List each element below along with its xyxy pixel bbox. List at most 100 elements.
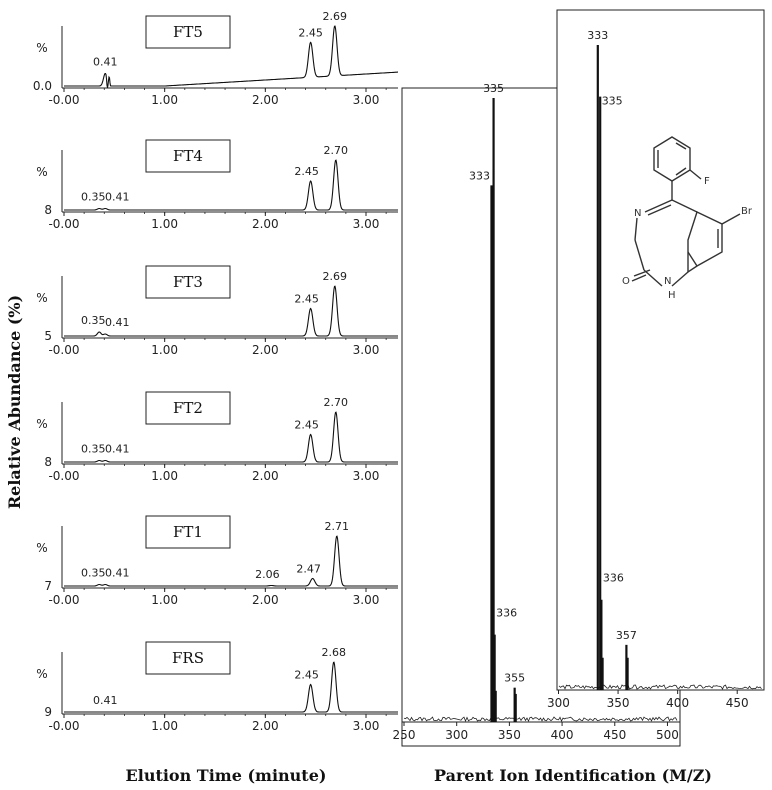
atom-label-f: F — [704, 176, 710, 187]
peak-label: 2.45 — [294, 419, 319, 432]
sample-label: FT5 — [173, 23, 203, 41]
sample-label: FT2 — [173, 399, 203, 417]
baseline-label: 7 — [44, 579, 52, 593]
x-tick-label: -0.00 — [48, 719, 79, 733]
peak-label: 2.06 — [255, 568, 280, 581]
peak-label: 0.41 — [105, 443, 130, 456]
x-tick-label: -0.00 — [48, 469, 79, 483]
percent-label: % — [36, 541, 47, 555]
x-tick-label: 3.00 — [353, 217, 380, 231]
spectrum-noise — [403, 716, 678, 723]
peak-label: 335 — [483, 82, 504, 95]
peak-label: 2.71 — [325, 520, 350, 533]
chromatogram-trace — [64, 661, 398, 713]
x-axis-title-mass-spec: Parent Ion Identification (M/Z) — [434, 766, 712, 785]
x-tick-label: 300 — [445, 728, 468, 742]
peak-label: 2.68 — [322, 646, 347, 659]
chemical-structure — [631, 136, 741, 287]
percent-label: % — [36, 165, 47, 179]
percent-label: % — [36, 417, 47, 431]
x-tick-label: 1.00 — [151, 593, 178, 607]
x-tick-label: 450 — [603, 728, 626, 742]
peak-label: 2.70 — [324, 396, 349, 409]
peak-label: 0.35 — [81, 567, 106, 580]
x-tick-label: 2.00 — [252, 719, 279, 733]
atom-label-n1: N — [634, 208, 641, 219]
x-tick-label: 450 — [726, 696, 749, 710]
x-tick-label: 3.00 — [353, 593, 380, 607]
x-axis-title-chromatography: Elution Time (minute) — [126, 766, 327, 785]
x-tick-label: 350 — [607, 696, 630, 710]
baseline-label: 8 — [44, 203, 52, 217]
peak-label: 357 — [616, 629, 637, 642]
chromatogram-trace — [64, 411, 398, 463]
x-tick-label: 2.00 — [252, 343, 279, 357]
x-tick-label: 1.00 — [151, 343, 178, 357]
peak-label: 336 — [496, 607, 517, 620]
baseline-label: 0.0 — [33, 79, 52, 93]
x-tick-label: 2.00 — [252, 593, 279, 607]
percent-label: % — [36, 41, 47, 55]
x-tick-label: 3.00 — [353, 343, 380, 357]
x-tick-label: 2.00 — [252, 93, 279, 107]
peak-label: 2.45 — [298, 26, 323, 39]
sample-label: FT1 — [173, 523, 203, 541]
sample-label-box — [145, 265, 231, 299]
spectrum-noise — [558, 684, 762, 690]
peak-label: 335 — [602, 95, 623, 108]
x-tick-label: -0.00 — [48, 593, 79, 607]
peak-label: 0.35 — [81, 314, 106, 327]
peak-label: 0.41 — [105, 191, 130, 204]
peak-label: 333 — [469, 169, 490, 182]
x-tick-label: 400 — [551, 728, 574, 742]
x-tick-label: 3.00 — [353, 469, 380, 483]
atom-label-n2: N — [664, 276, 671, 287]
x-tick-label: 350 — [498, 728, 521, 742]
x-tick-label: 2.00 — [252, 217, 279, 231]
spectrum-frame — [556, 9, 765, 691]
peak-label: 0.35 — [81, 443, 106, 456]
x-tick-label: 1.00 — [151, 93, 178, 107]
peak-label: 2.69 — [323, 270, 348, 283]
chromatogram-trace — [64, 159, 398, 211]
peak-label: 2.47 — [296, 563, 321, 576]
sample-label-box — [145, 391, 231, 425]
chromatogram-trace — [64, 285, 398, 337]
x-tick-label: 1.00 — [151, 469, 178, 483]
x-tick-label: -0.00 — [48, 93, 79, 107]
peak-label: 355 — [504, 672, 525, 685]
peak-label: 336 — [603, 572, 624, 585]
atom-label-h: H — [668, 290, 676, 301]
y-axis-title: Relative Abundance (%) — [5, 295, 24, 509]
baseline-label: 9 — [44, 705, 52, 719]
chromatogram-trace — [64, 535, 398, 587]
atom-label-o: O — [622, 276, 630, 287]
peak-label: 2.45 — [294, 165, 319, 178]
baseline-label: 8 — [44, 455, 52, 469]
x-tick-label: 500 — [656, 728, 679, 742]
sample-label: FT4 — [173, 147, 203, 165]
percent-label: % — [36, 291, 47, 305]
x-tick-label: 1.00 — [151, 719, 178, 733]
x-tick-label: 400 — [666, 696, 689, 710]
peak-label: 2.45 — [294, 293, 319, 306]
peak-label: 2.69 — [323, 10, 348, 23]
baseline-label: 5 — [44, 329, 52, 343]
x-tick-label: -0.00 — [48, 217, 79, 231]
sample-label-box — [145, 515, 231, 549]
sample-label-box — [145, 15, 231, 49]
peak-label: 2.45 — [294, 669, 319, 682]
chemical-structure-atom-labels: F N Br O N H — [622, 176, 753, 301]
peak-label: 333 — [587, 29, 608, 42]
x-tick-label: 2.00 — [252, 469, 279, 483]
peak-label: 0.41 — [105, 316, 130, 329]
atom-label-br: Br — [741, 206, 753, 217]
